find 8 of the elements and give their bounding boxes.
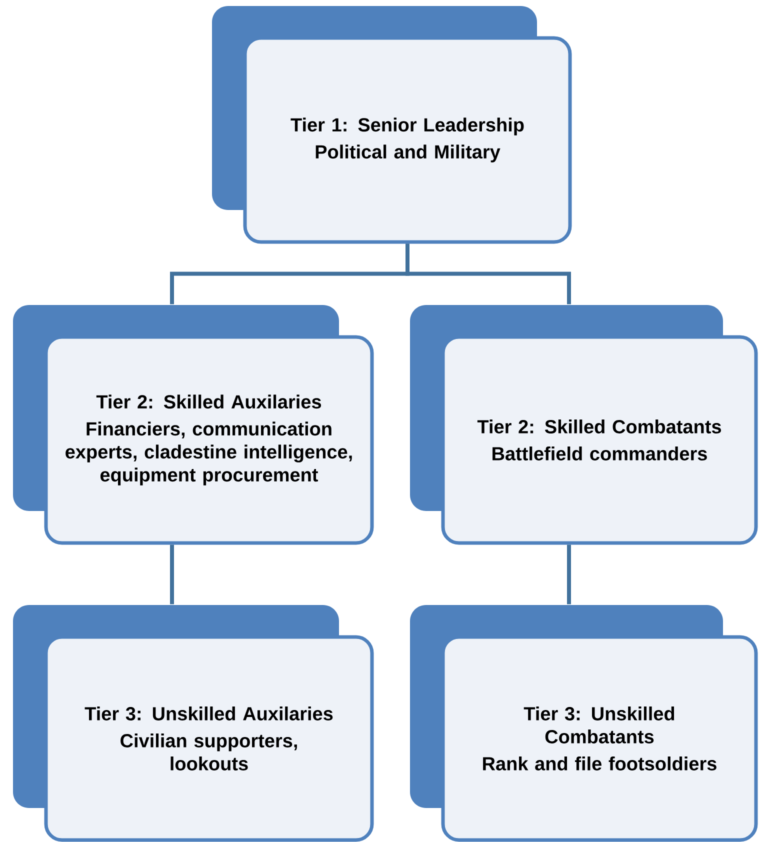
connector-line [170,544,174,604]
connector-line [406,244,571,304]
connector-line [567,544,571,604]
tier-box: Tier 2: Skilled Combatants Battlefield commanders [410,305,758,545]
tier-box: Tier 3: Unskilled Combatants Rank and file footsoldiers [410,605,758,842]
tier-box: Tier 1: Senior Leadership Political and Military [212,6,572,244]
tier-box: Tier 2: Skilled Auxilaries Financiers, communication experts, cladestine intelligence, equipment procurement [13,305,374,545]
tier-box: Tier 3: Unskilled Auxilaries Civilian supporters, lookouts [13,605,374,842]
